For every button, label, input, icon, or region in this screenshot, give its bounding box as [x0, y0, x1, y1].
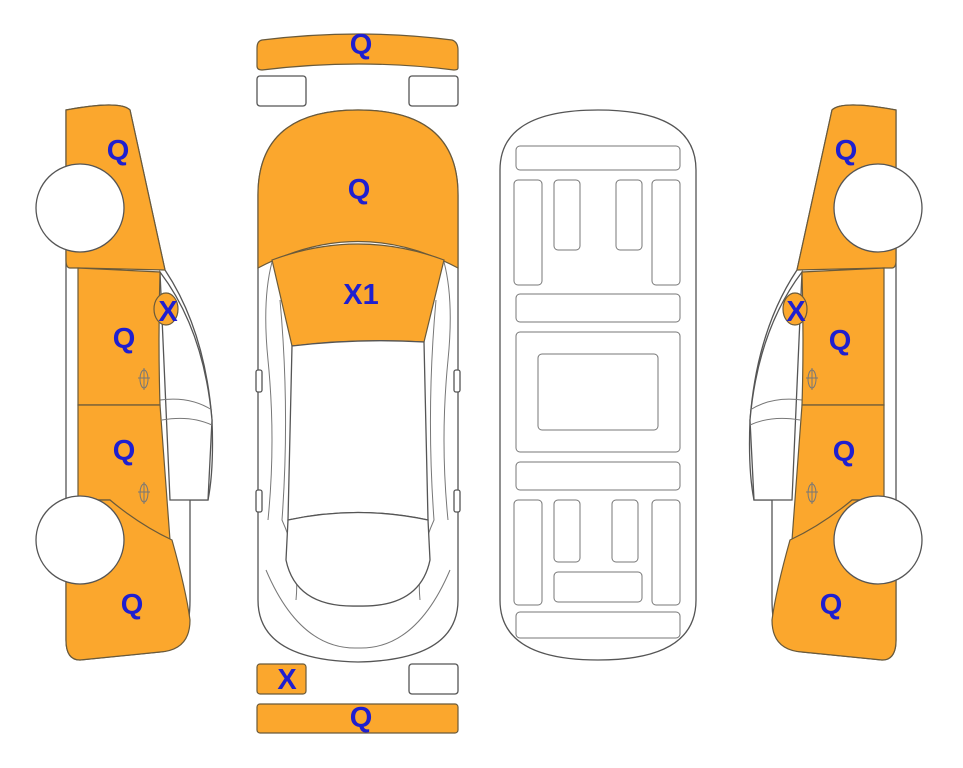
left-headlight: [256, 75, 307, 107]
right-side-line: [443, 261, 451, 521]
right-window-line-2: [749, 417, 801, 426]
rear-left-lamp-panel[interactable]: [256, 663, 307, 695]
front-bumper-label: Q: [350, 29, 373, 61]
windshield-label: X1: [343, 279, 378, 311]
under-front-right-rail: [651, 179, 681, 286]
rear-bumper-label: Q: [350, 702, 373, 734]
under-rear-right-box: [611, 499, 639, 563]
under-crossmember-2: [515, 461, 681, 491]
right-headlight: [408, 75, 459, 107]
top-right-mirror: [453, 369, 461, 393]
under-mid-frame: [515, 331, 681, 453]
right-rear-handle-oval: [807, 483, 817, 503]
top-right-handle: [453, 489, 461, 513]
left-rear-wheel: [35, 495, 125, 585]
left-mirror-panel[interactable]: [153, 292, 179, 326]
left-front-wheel: [35, 163, 125, 253]
right-rear-quarter-label: Q: [820, 589, 843, 621]
under-front-left-rail: [513, 179, 543, 286]
under-front-right-box: [615, 179, 643, 251]
front-bumper-panel[interactable]: [256, 33, 459, 71]
left-rear-handle-oval: [139, 483, 149, 503]
underside-view: [499, 109, 697, 661]
left-window-line: [159, 398, 213, 411]
underside-outline: [499, 109, 697, 661]
under-rear-bar: [515, 611, 681, 639]
right-rear-door-label: Q: [833, 436, 856, 468]
left-window-area: [159, 269, 213, 501]
under-front-left-box: [553, 179, 581, 251]
left-front-handle-oval: [139, 369, 149, 389]
rear-right-lamp: [408, 663, 459, 695]
right-front-handle-oval: [807, 369, 817, 389]
under-rear-center-box: [553, 571, 643, 603]
left-front-door-label: Q: [113, 323, 136, 355]
trunk-line: [265, 569, 451, 649]
right-rear-wheel: [833, 495, 923, 585]
under-rear-left-rail: [513, 499, 543, 606]
rear-window-panel: [285, 511, 431, 607]
left-window-line-2: [161, 417, 213, 426]
left-front-fender-label: Q: [107, 135, 130, 167]
left-rear-door-label: Q: [113, 435, 136, 467]
right-front-wheel: [833, 163, 923, 253]
under-rear-left-box: [553, 499, 581, 563]
left-side-line: [265, 261, 273, 521]
hood-label: Q: [348, 174, 371, 206]
left-mirror-label: X: [158, 296, 178, 328]
top-left-handle: [255, 489, 263, 513]
rear-bumper-panel[interactable]: [256, 703, 459, 734]
under-crossmember-1: [515, 293, 681, 323]
hood-panel[interactable]: [257, 109, 459, 269]
under-rear-right-rail: [651, 499, 681, 606]
top-left-mirror: [255, 369, 263, 393]
under-front-bar: [515, 145, 681, 171]
right-mirror-label: X: [786, 296, 806, 328]
right-front-door-label: Q: [829, 325, 852, 357]
right-mirror-panel[interactable]: [782, 292, 808, 326]
right-window-area: [749, 269, 803, 501]
left-rear-quarter-label: Q: [121, 589, 144, 621]
roof-panel: [287, 340, 429, 521]
left-side-view: Q X Q Q Q: [35, 104, 214, 661]
right-window-line: [749, 398, 803, 411]
right-front-fender-label: Q: [835, 135, 858, 167]
under-mid-box: [537, 353, 659, 431]
rear-left-lamp-label: X: [277, 664, 297, 696]
top-view: Q Q X1 X Q: [255, 29, 461, 734]
right-side-view: Q X Q Q Q: [748, 104, 923, 661]
